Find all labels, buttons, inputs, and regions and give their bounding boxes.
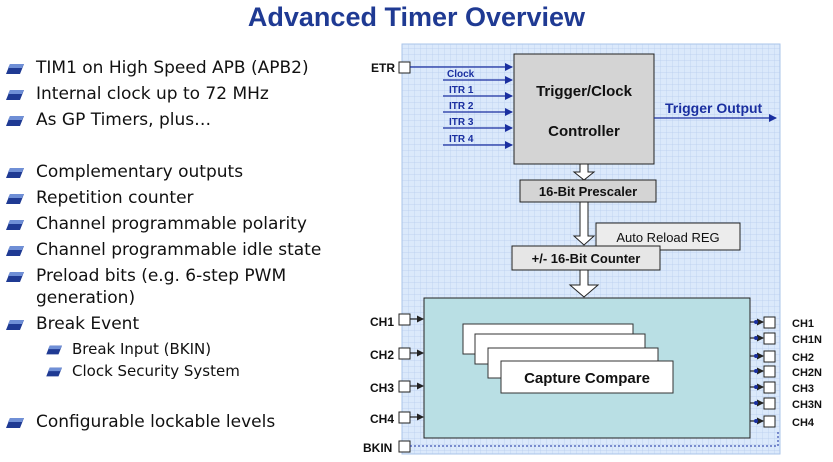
left-ch3-pin <box>398 380 411 393</box>
sub-bullet-icon <box>46 367 62 377</box>
bullet-text: Internal clock up to 72 MHz <box>36 84 269 104</box>
bullet-text: Break Event <box>36 314 140 334</box>
left-ch3-label: CH3 <box>370 381 394 395</box>
prescaler-to-counter-arrow <box>572 201 596 246</box>
right-ch2-dot <box>754 354 758 358</box>
right-ch3n-label: CH3N <box>792 399 822 411</box>
sub-bullet-icon <box>46 345 62 355</box>
left-ch4-pin <box>398 411 411 424</box>
counter-to-cc-arrow <box>568 269 600 298</box>
controller-to-prescaler-arrow <box>572 163 596 181</box>
bullet-text: As GP Timers, plus… <box>36 110 212 130</box>
input-label-itr1: ITR 1 <box>449 85 474 96</box>
right-ch4-label: CH4 <box>792 417 815 429</box>
cc-block-front <box>500 360 674 394</box>
bullet-text: TIM1 on High Speed APB (APB2) <box>36 58 309 78</box>
bullet-text: Clock Security System <box>72 362 240 380</box>
bkin-dashed-line <box>410 430 779 447</box>
page-title: Advanced Timer Overview <box>247 2 586 32</box>
trigger-inputs: Clock ITR 1 ITR 2 ITR 3 ITR 4 <box>443 69 513 149</box>
right-ch4-pin <box>763 415 776 428</box>
input-label-itr3: ITR 3 <box>449 117 474 128</box>
left-ch1-pin <box>398 313 411 326</box>
bullet-icon <box>6 246 24 256</box>
counter-label: +/- 16-Bit Counter <box>532 251 641 266</box>
right-ch1-dot <box>754 320 758 324</box>
left-ch2-pin <box>398 347 411 360</box>
right-ch1n-pin <box>763 332 776 345</box>
right-ch3n-dot <box>754 401 758 405</box>
bullet-icon <box>6 220 24 230</box>
left-ch1-label: CH1 <box>370 315 394 329</box>
bullet-text: Repetition counter <box>36 188 194 208</box>
right-ch1-pin <box>763 316 776 329</box>
controller-label-line2: Controller <box>548 123 620 140</box>
bullet-icon <box>6 320 24 330</box>
right-ch1n-dot <box>754 336 758 340</box>
right-ch1-label: CH1 <box>792 318 814 330</box>
etr-pin <box>398 61 411 74</box>
right-ch2n-pin <box>763 365 776 378</box>
bullet-icon <box>6 194 24 204</box>
left-ch4-label: CH4 <box>370 412 394 426</box>
auto-reload-label: Auto Reload REG <box>616 230 719 245</box>
bullet-text: Configurable lockable levels <box>36 412 276 432</box>
bullet-text: Channel programmable polarity <box>36 214 307 234</box>
bullet-text: Complementary outputs <box>36 162 244 182</box>
bullet-icon <box>6 64 24 74</box>
bullet-icon <box>6 272 24 282</box>
right-ch3-pin <box>763 381 776 394</box>
trigger-output-label: Trigger Output <box>665 100 763 116</box>
counter-block <box>511 245 661 271</box>
right-ch3n-pin <box>763 397 776 410</box>
left-ch2-label: CH2 <box>370 348 394 362</box>
bkin-pin <box>398 440 411 453</box>
right-ch2-label: CH2 <box>792 352 814 364</box>
right-ch3-label: CH3 <box>792 383 814 395</box>
right-ch2-pin <box>763 350 776 363</box>
input-label-itr4: ITR 4 <box>449 134 474 145</box>
right-ch2n-dot <box>754 369 758 373</box>
bullet-text: Break Input (BKIN) <box>72 340 212 358</box>
right-ch2n-label: CH2N <box>792 367 822 379</box>
etr-label: ETR <box>371 61 395 75</box>
bkin-label: BKIN <box>363 441 392 455</box>
bullet-icon <box>6 116 24 126</box>
right-ch4-dot <box>754 419 758 423</box>
bullet-text: Channel programmable idle state <box>36 240 322 260</box>
bullet-icon <box>6 418 24 428</box>
capture-compare-label: Capture Compare <box>524 370 650 387</box>
bullet-text: Preload bits (e.g. 6-step PWM <box>36 266 287 286</box>
controller-label-line1: Trigger/Clock <box>536 83 633 100</box>
bullet-text: generation) <box>36 288 136 308</box>
input-label-itr2: ITR 2 <box>449 101 474 112</box>
input-label-clock: Clock <box>447 69 475 80</box>
bullet-icon <box>6 90 24 100</box>
bullet-icon <box>6 168 24 178</box>
right-ch3-dot <box>754 385 758 389</box>
right-ch1n-label: CH1N <box>792 334 822 346</box>
trigger-clock-controller <box>513 53 655 165</box>
right-outputs: CH1 CH1N CH2 CH2N CH3 CH3N CH4 <box>750 316 822 429</box>
prescaler-label: 16-Bit Prescaler <box>539 184 637 199</box>
